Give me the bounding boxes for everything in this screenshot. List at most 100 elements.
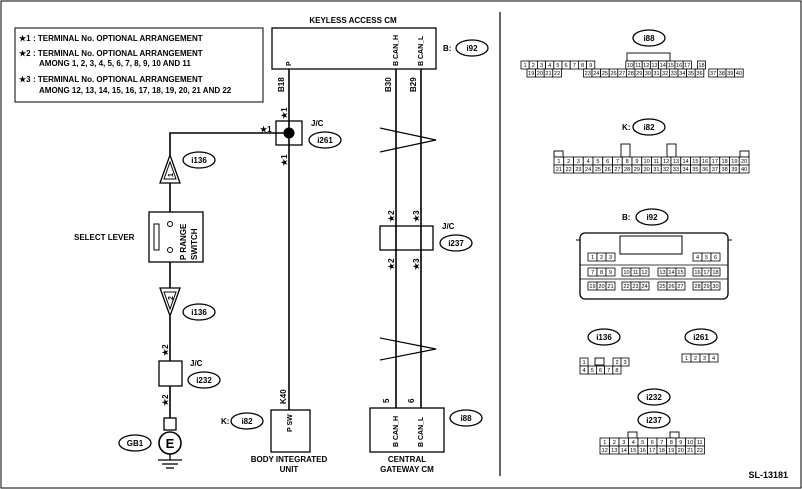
i82-pin-31-label: 31 (653, 167, 659, 173)
keyless-access-cm: KEYLESS ACCESS CM B: i92 P B CAN_H B CAN… (271, 16, 489, 92)
i82-pin-16-label: 16 (702, 159, 708, 165)
jc237-mark-2-bottom: ★2 (387, 258, 396, 270)
diagram-code: SL-13181 (748, 470, 788, 480)
jc232-mark-bottom: ★2 (161, 394, 170, 406)
keyless-conn-prefix: B: (443, 44, 451, 53)
body-integrated-unit: K40 P SW K: i82 BODY INTEGRATED UNIT (221, 389, 328, 474)
i88-pin-6-label: 6 (565, 63, 568, 69)
conn136-top-badge (182, 151, 216, 169)
i88-pin-13-label: 13 (651, 63, 657, 69)
i82-pin-24-label: 24 (585, 167, 591, 173)
i88-pin-14-label: 14 (660, 63, 666, 69)
keyless-conn-badge (455, 39, 489, 57)
i92-pin-18-cell (710, 267, 721, 277)
jc237-mark-2-top: ★2 (387, 210, 396, 222)
i82-pin-11-label: 11 (653, 159, 659, 165)
wire-label-k40: K40 (279, 389, 288, 404)
i136-pin-2-label: 2 (615, 360, 618, 366)
jc-i237: ★2 ★3 ★2 ★3 J/C i237 (379, 210, 473, 270)
face-i82-prefix: K: (622, 123, 630, 132)
i92-pin-12-label: 12 (641, 270, 647, 276)
conn-i136-top: 1 i136 (159, 151, 216, 184)
i92-pin-15-cell (675, 267, 686, 277)
jc237-id: i237 (448, 239, 464, 248)
i82-pin-33-label: 33 (673, 167, 679, 173)
i88-pin-38-label: 38 (719, 71, 725, 77)
i92-pin-27-label: 27 (677, 284, 683, 290)
face-i92-prefix: B: (622, 213, 630, 222)
i136-pin-5-label: 5 (591, 368, 594, 374)
i92-pin-9-label: 9 (609, 270, 612, 276)
ground-gb1: E GB1 (118, 417, 182, 469)
i237-pin-2-label: 2 (613, 440, 616, 446)
i88-pin-24-label: 24 (593, 71, 599, 77)
i88-pin-34-label: 34 (679, 71, 685, 77)
wires (169, 69, 437, 418)
ground-symbol: E (166, 436, 175, 451)
i88-pin-9-label: 9 (589, 63, 592, 69)
i82-pin-8-label: 8 (626, 159, 629, 165)
twisted-pair-bottom (379, 337, 437, 361)
p-range-switch: SELECT LEVER P RANGE SWITCH (74, 211, 204, 263)
i92-pin-25-label: 25 (659, 284, 665, 290)
face-i237-id: i237 (646, 416, 662, 425)
biu-conn-id: i82 (241, 417, 253, 426)
i261-pin-4-cell (708, 353, 719, 363)
jc261-mark-bottom: ★1 (280, 154, 289, 166)
keyless-pin-canl: B CAN_L (418, 35, 425, 66)
i88-pin-30-label: 30 (645, 71, 651, 77)
jc261-mark-left: ★1 (260, 125, 272, 134)
conn136-bottom-badge (182, 303, 216, 321)
gateway-name-1: CENTRAL (388, 455, 426, 464)
i92-pin-27-cell (675, 281, 686, 291)
i82-pin-7-label: 7 (616, 159, 619, 165)
i237-pin-20-label: 20 (678, 448, 684, 454)
i88-pin-26-label: 26 (610, 71, 616, 77)
i88-pin-33-label: 33 (671, 71, 677, 77)
i92-pin-10-label: 10 (623, 270, 629, 276)
i88-pin-12-label: 12 (643, 63, 649, 69)
i82-pin-4-label: 4 (587, 159, 590, 165)
i82-pin-15-label: 15 (692, 159, 698, 165)
gateway-pin-h: B CAN_H (393, 416, 400, 447)
i136-pin-4-label: 4 (583, 368, 586, 374)
legend-mark-3: ★3 (19, 75, 31, 84)
gateway-conn-badge (449, 409, 483, 427)
jc261-id: i261 (317, 136, 333, 145)
i237-pin-15-label: 15 (630, 448, 636, 454)
i88-pin-5-label: 5 (556, 63, 559, 69)
biu-pin: P SW (287, 414, 294, 432)
i92-pin-24-cell (639, 281, 650, 291)
i136-pin-3-label: 3 (623, 360, 626, 366)
i82-pin-2-label: 2 (567, 159, 570, 165)
i82-pin-35-label: 35 (692, 167, 698, 173)
i88-pin-35-label: 35 (688, 71, 694, 77)
i88-pin-28-label: 28 (628, 71, 634, 77)
keyless-title: KEYLESS ACCESS CM (309, 16, 397, 25)
biu-name-1: BODY INTEGRATED (251, 455, 328, 464)
i92-pin-2-label: 2 (600, 255, 603, 261)
conn-i136-bottom: 2 i136 (159, 287, 216, 321)
i92-pin-9-cell (605, 267, 616, 277)
i82-pin-5-label: 5 (596, 159, 599, 165)
ground-badge (118, 434, 152, 452)
i82-pin-6-label: 6 (606, 159, 609, 165)
i92-pin-30-cell (710, 281, 721, 291)
i82-pin-37-label: 37 (712, 167, 718, 173)
i82-pin-34-label: 34 (683, 167, 689, 173)
legend-mark-1: ★1 (19, 34, 31, 43)
i82-pin-30-label: 30 (644, 167, 650, 173)
biu-conn-prefix: K: (221, 417, 229, 426)
i92-pin-16-label: 16 (694, 270, 700, 276)
i82-pin-29-label: 29 (634, 167, 640, 173)
i82-pin-21-label: 21 (556, 167, 562, 173)
i82-pin-38-label: 38 (722, 167, 728, 173)
gateway-pin-l: B CAN_L (418, 416, 425, 447)
switch-text-1: P RANGE (179, 223, 188, 260)
i237-pin-19-label: 19 (668, 448, 674, 454)
i92-pin-22-label: 22 (623, 284, 629, 290)
i237-pin-13-label: 13 (611, 448, 617, 454)
i237-pin-3-label: 3 (622, 440, 625, 446)
i92-pin-14-label: 14 (668, 270, 674, 276)
